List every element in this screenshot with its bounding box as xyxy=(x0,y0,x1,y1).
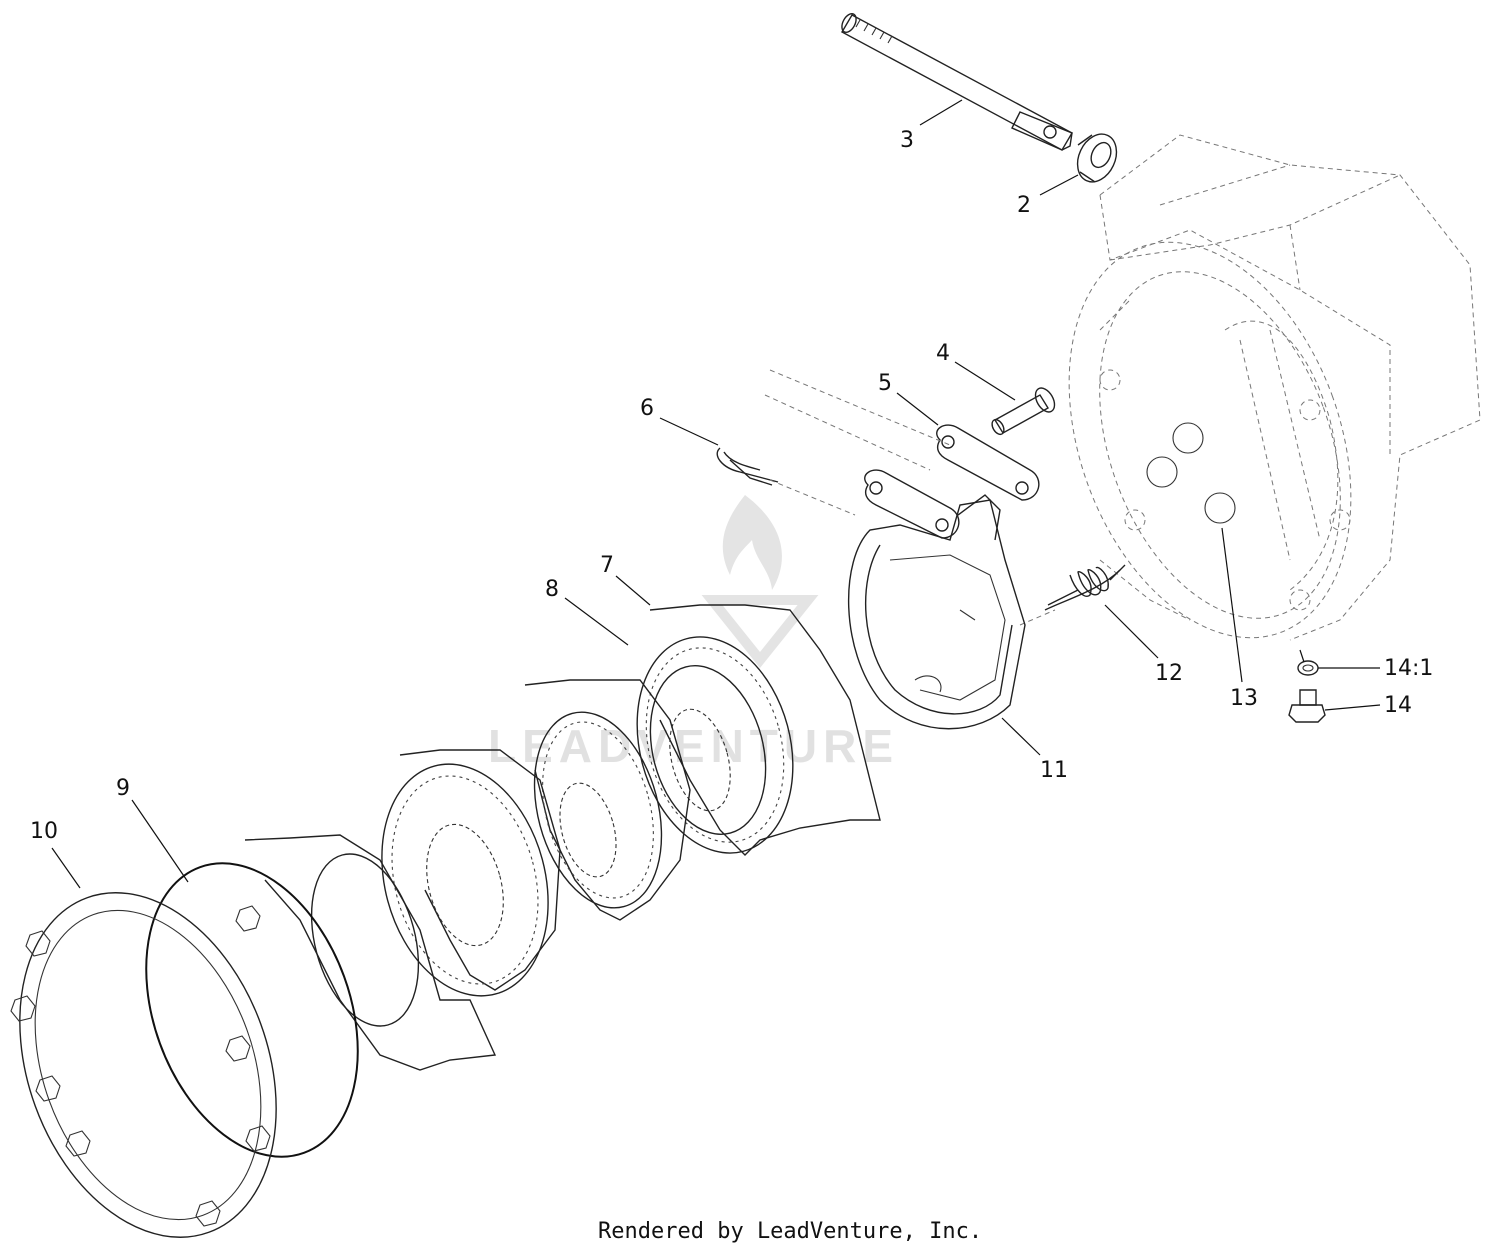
housing-part-13 xyxy=(1068,134,1481,641)
callout-14: 14 xyxy=(1384,693,1412,718)
callout-14-1: 14:1 xyxy=(1384,656,1433,681)
friction-disc-part-8 xyxy=(636,636,794,854)
watermark: LEADVENTURE xyxy=(488,495,899,772)
callout-labels: 3 2 4 5 6 7 8 9 10 11 12 13 14:1 14 xyxy=(30,128,1433,844)
clevis-pin-part-4 xyxy=(991,387,1056,436)
callout-13: 13 xyxy=(1230,686,1258,711)
brake-shaft-part-3 xyxy=(841,13,1073,151)
callout-7: 7 xyxy=(600,553,614,578)
fitting-part-14 xyxy=(1288,689,1326,723)
pressure-plate xyxy=(244,834,497,1071)
callout-5: 5 xyxy=(878,371,892,396)
link-plate-part-5 xyxy=(864,424,1040,539)
callout-12: 12 xyxy=(1155,661,1183,686)
callout-10: 10 xyxy=(30,819,58,844)
watermark-text: LEADVENTURE xyxy=(488,720,899,772)
callout-8: 8 xyxy=(545,577,559,602)
callout-6: 6 xyxy=(640,396,654,421)
steel-plate-part-7 xyxy=(649,604,881,856)
o-ring-part-9 xyxy=(145,862,359,1158)
assembly-centerlines xyxy=(764,369,1056,626)
watermark-flame-icon xyxy=(722,495,782,590)
spring-part-12 xyxy=(1044,564,1126,611)
callout-2: 2 xyxy=(1017,193,1031,218)
footer-credit: Rendered by LeadVenture, Inc. xyxy=(598,1219,982,1244)
brake-band-part-11 xyxy=(847,494,1026,730)
callout-11: 11 xyxy=(1040,758,1068,783)
steel-plate-front xyxy=(381,749,561,997)
watermark-chevron-icon xyxy=(701,595,819,669)
bushing-part-2 xyxy=(1076,133,1118,183)
washer-part-14-1 xyxy=(1297,660,1319,676)
callout-9: 9 xyxy=(116,776,130,801)
cotter-pin-part-6 xyxy=(716,447,779,486)
steel-plate-middle xyxy=(524,679,691,921)
callout-4: 4 xyxy=(936,341,950,366)
cover-part-10 xyxy=(10,892,277,1238)
leader-lines xyxy=(51,99,1381,889)
callout-3: 3 xyxy=(900,128,914,153)
